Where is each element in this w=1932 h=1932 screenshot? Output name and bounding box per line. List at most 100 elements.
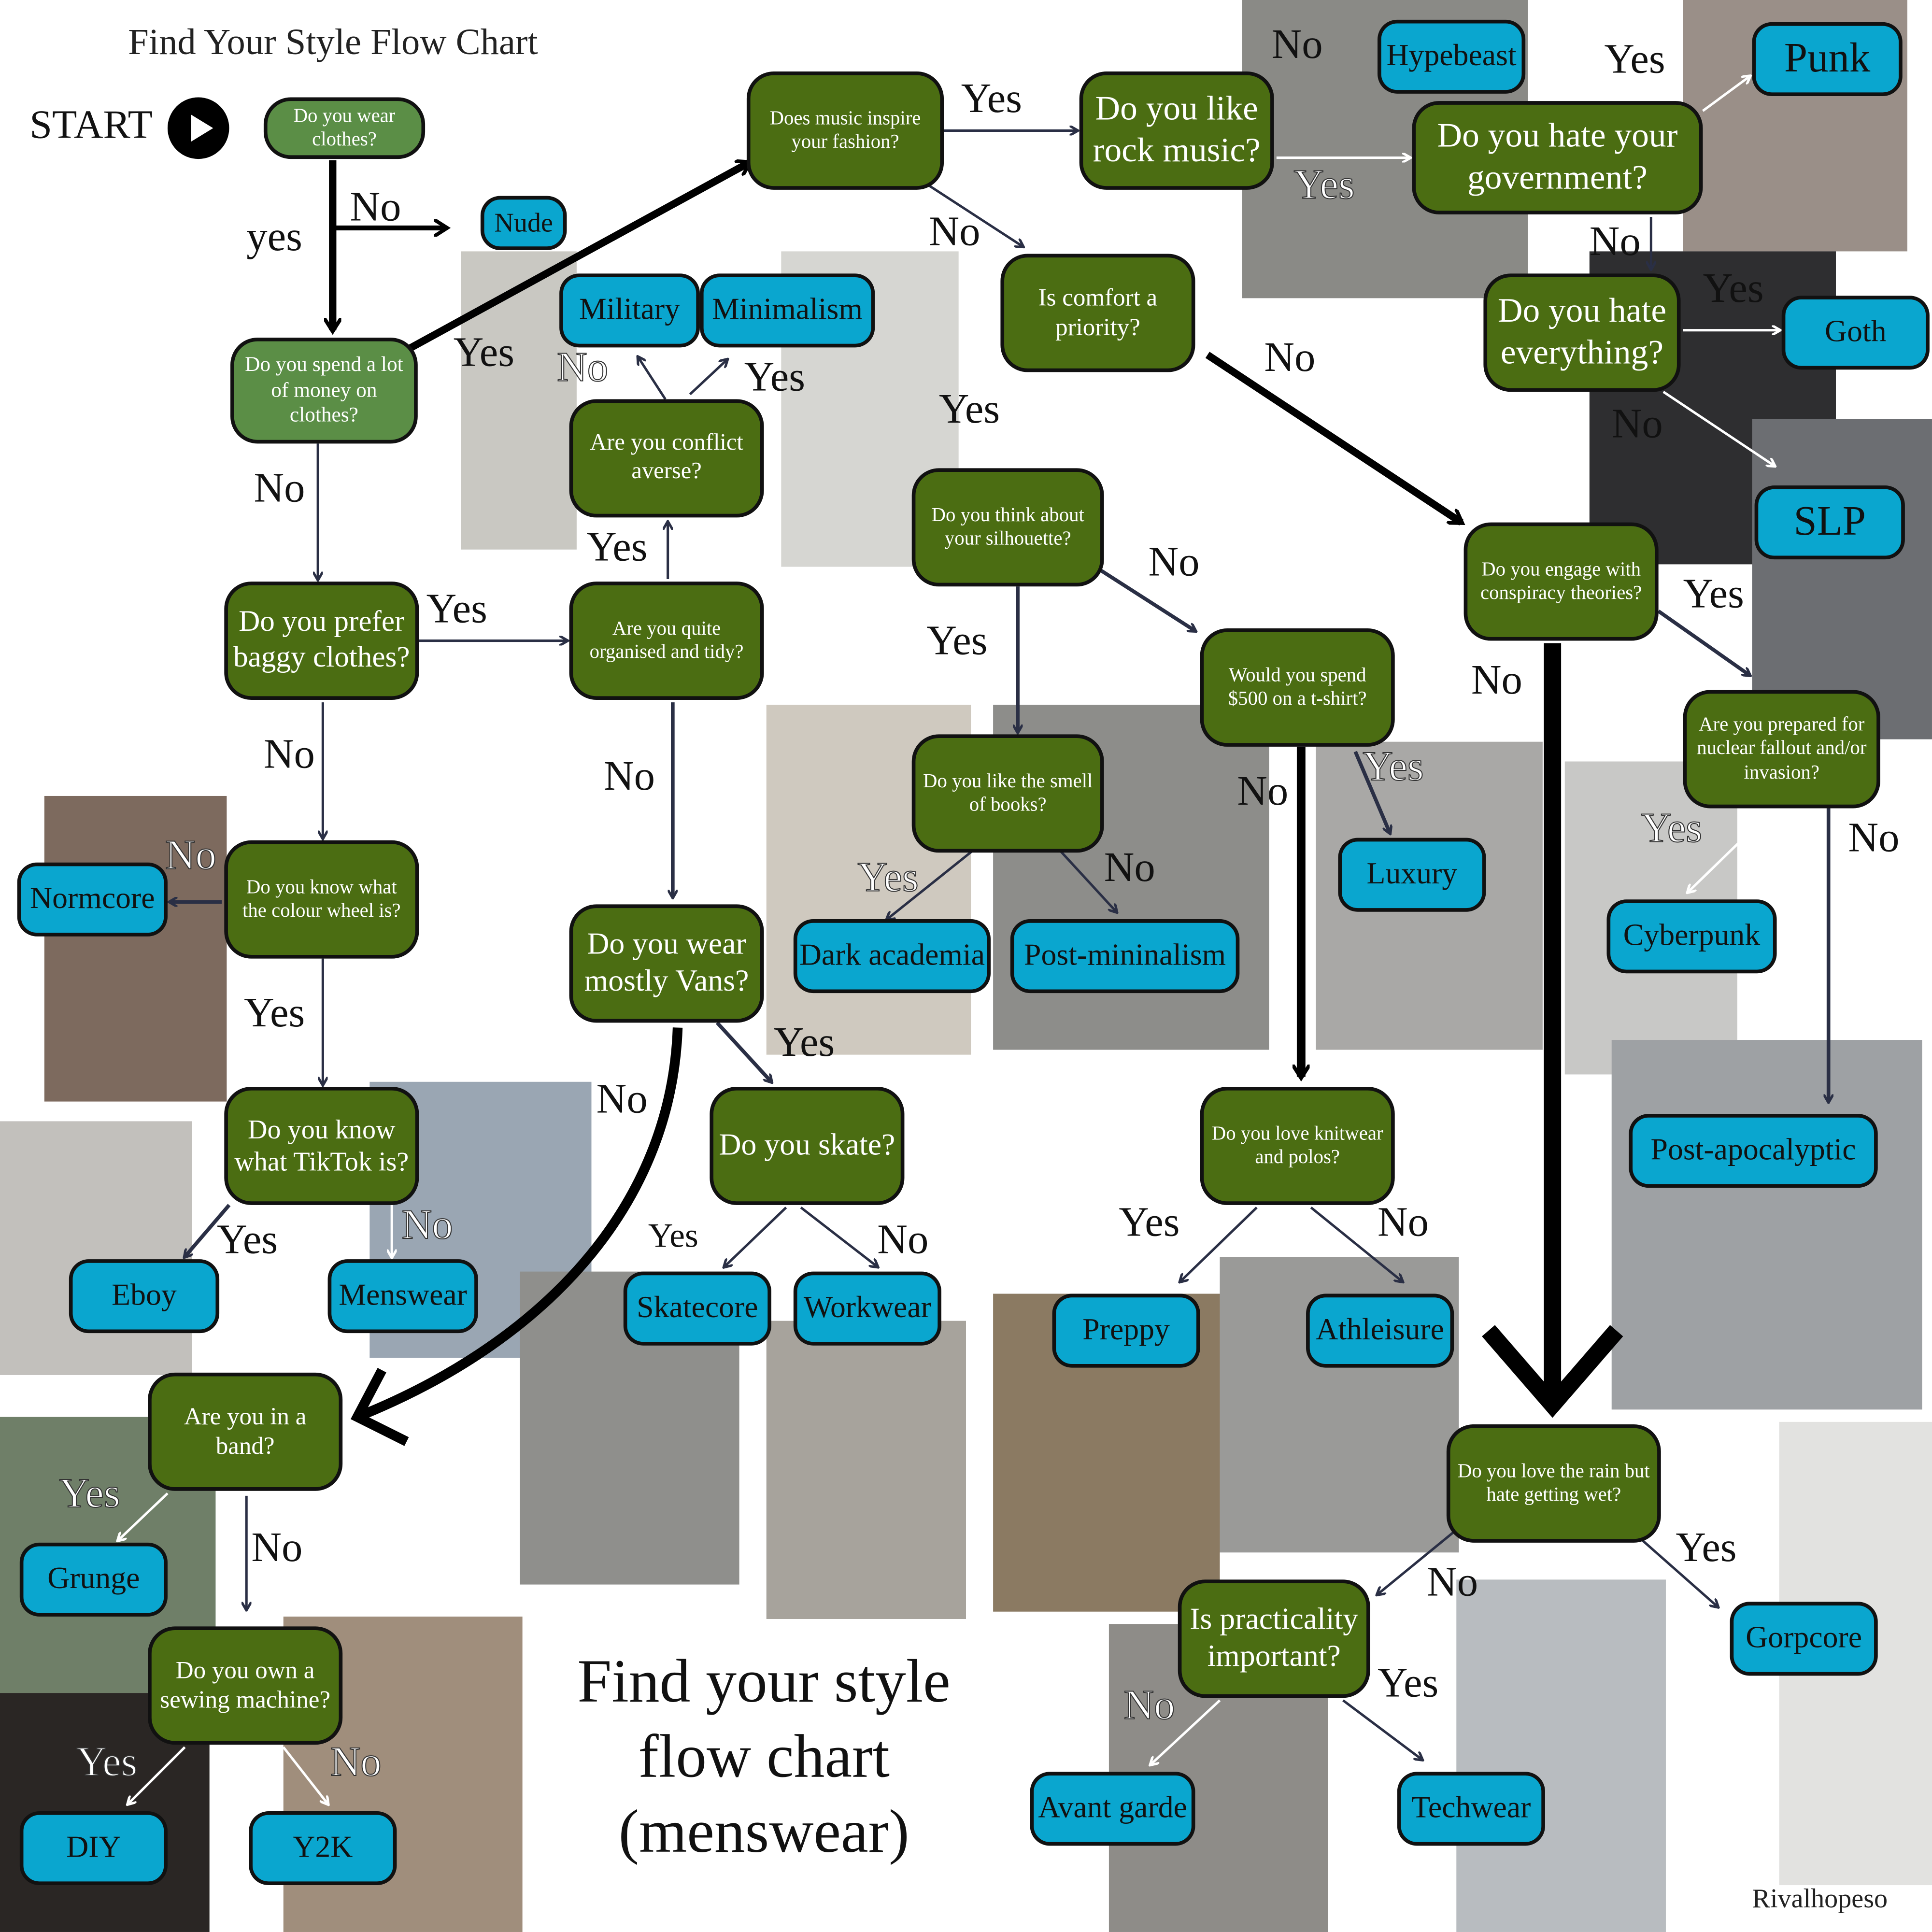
question-node: Do you prefer baggy clothes? <box>224 582 419 700</box>
connector-arrow <box>1205 352 1462 526</box>
question-node: Do you love the rain but hate getting we… <box>1446 1424 1661 1543</box>
connector-arrow <box>185 1204 231 1257</box>
question-node: Do you know what the colour wheel is? <box>224 840 419 959</box>
branch-label: No <box>1264 335 1316 381</box>
branch-label: yes <box>246 214 302 260</box>
style-result-node: Eboy <box>69 1259 220 1334</box>
branch-label: Yes <box>453 330 515 376</box>
connector-arrow <box>1151 1699 1221 1764</box>
question-node: Do you know what TikTok is? <box>224 1086 419 1205</box>
question-node: Do you wear mostly Vans? <box>569 904 764 1023</box>
branch-label: No <box>330 1739 382 1786</box>
question-node: Does music inspire your fashion? <box>746 71 944 190</box>
branch-label: Yes <box>216 1217 278 1263</box>
branch-label: No <box>1471 658 1522 704</box>
branch-label: No <box>251 1525 303 1571</box>
branch-label: No <box>929 209 980 256</box>
connector-arrow <box>800 1206 877 1266</box>
caption-line: (menswear) <box>618 1796 909 1866</box>
branch-label: No <box>1148 540 1200 585</box>
branch-label: Yes <box>586 525 648 571</box>
style-result-node: Military <box>559 273 700 348</box>
branch-label: Yes <box>58 1471 120 1517</box>
branch-label: Yes <box>648 1217 698 1256</box>
connector-arrow <box>887 849 974 919</box>
question-node: Are you in a band? <box>148 1372 343 1491</box>
style-result-node: Hypebeast <box>1378 19 1526 94</box>
branch-label: No <box>556 344 609 391</box>
author-signature: Rivalhopeso <box>1752 1882 1888 1914</box>
style-result-node: Skatecore <box>623 1271 771 1346</box>
branch-label: No <box>596 1077 648 1122</box>
question-node: Are you quite organised and tidy? <box>569 582 764 700</box>
branch-label: No <box>1589 219 1641 265</box>
style-result-node: Dark academia <box>793 919 991 994</box>
connector-arrow <box>689 360 727 396</box>
style-photo <box>766 1321 966 1619</box>
style-result-node: Avant garde <box>1030 1772 1195 1846</box>
branch-label: No <box>603 754 655 800</box>
style-result-node: Luxury <box>1338 838 1486 912</box>
style-result-node: Cyberpunk <box>1606 899 1777 974</box>
connector-arrow <box>1662 391 1775 466</box>
style-result-node: Preppy <box>1052 1293 1200 1368</box>
question-node: Are you prepared for nuclear fallout and… <box>1683 690 1880 809</box>
style-result-node: Gorpcore <box>1730 1602 1878 1676</box>
style-result-node: Normcore <box>17 862 168 937</box>
connector-arrow <box>1657 610 1750 675</box>
style-result-node: Y2K <box>249 1811 397 1886</box>
play-icon <box>167 97 229 159</box>
branch-label: Yes <box>857 854 919 901</box>
branch-label: No <box>1611 401 1663 448</box>
branch-label: Yes <box>1362 744 1424 790</box>
connector-arrow <box>1702 76 1749 112</box>
connector-arrow <box>1180 1207 1258 1281</box>
connector-arrow <box>282 1746 328 1804</box>
question-node: Is comfort a priority? <box>1000 254 1195 372</box>
connector-arrow <box>350 1027 683 1446</box>
question-node: Do you love knitwear and polos? <box>1200 1086 1395 1205</box>
connector-arrow <box>1098 568 1195 631</box>
style-result-node: Menswear <box>327 1259 478 1334</box>
connector-arrow <box>1633 1532 1718 1606</box>
branch-label: No <box>350 185 401 231</box>
branch-label: Yes <box>1676 1525 1737 1571</box>
question-node: Is practicality important? <box>1178 1579 1370 1698</box>
style-photo <box>44 796 227 1102</box>
branch-label: Yes <box>1293 162 1355 209</box>
style-result-node: Goth <box>1781 296 1930 370</box>
style-result-node: Minimalism <box>699 273 875 348</box>
branch-label: Yes <box>1683 571 1744 618</box>
question-node: Do you like the smell of books? <box>911 734 1104 853</box>
connector-arrow <box>638 357 667 400</box>
style-result-node: Techwear <box>1397 1772 1545 1846</box>
branch-label: Yes <box>76 1739 138 1786</box>
branch-label: No <box>1848 815 1900 862</box>
style-photo <box>1611 1040 1922 1410</box>
connector-arrow <box>128 1746 186 1804</box>
branch-label: Yes <box>1119 1200 1180 1246</box>
question-node: Do you like rock music? <box>1079 71 1274 190</box>
question-node: Do you hate everything? <box>1483 273 1681 392</box>
branch-label: Yes <box>1378 1661 1439 1707</box>
connector-arrow <box>715 1021 771 1081</box>
connector-arrow <box>1010 374 1058 458</box>
connector-arrow <box>1310 1206 1402 1281</box>
connector-arrow <box>1353 751 1390 833</box>
caption-line: Find your style <box>577 1646 951 1715</box>
connector-arrow <box>407 163 749 352</box>
question-node: Do you spend a lot of money on clothes? <box>230 337 418 444</box>
branch-label: Yes <box>774 1020 835 1066</box>
caption-line: flow chart <box>638 1721 890 1790</box>
connector-arrow <box>1058 849 1116 912</box>
connector-arrow <box>118 1492 169 1540</box>
connector-arrow <box>923 181 1023 247</box>
question-node: Do you own a sewing machine? <box>148 1626 343 1745</box>
style-photo <box>1752 419 1932 739</box>
branch-label: No <box>1378 1200 1429 1246</box>
question-node: Do you engage with conspiracy theories? <box>1463 522 1659 641</box>
branch-label: Yes <box>1703 266 1764 312</box>
branch-label: No <box>1427 1560 1478 1605</box>
